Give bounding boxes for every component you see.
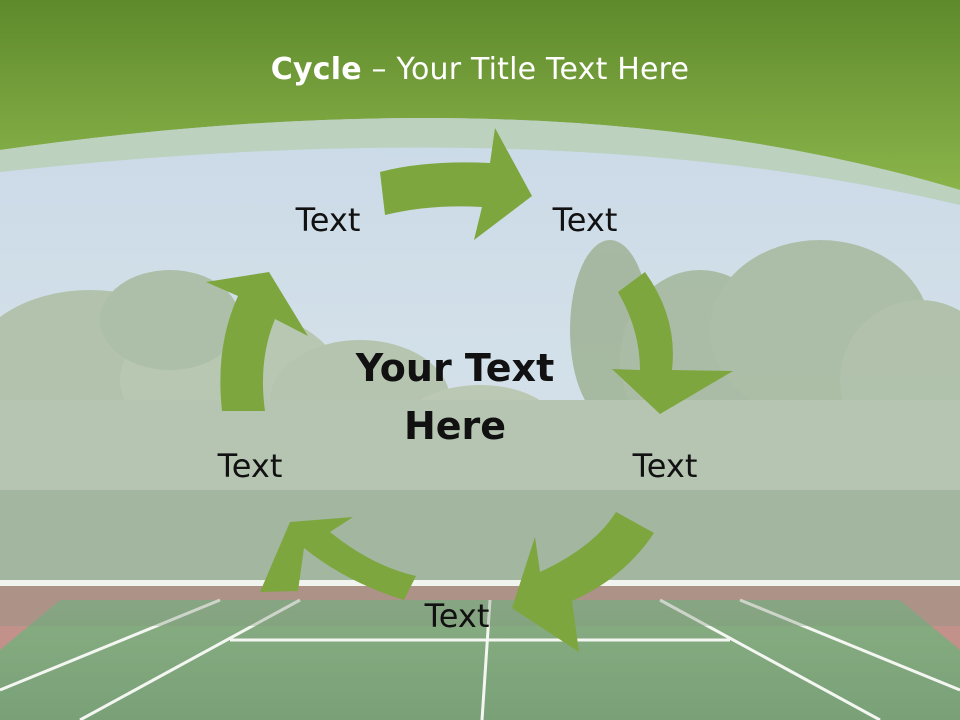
cycle-label-top-left: Text (295, 201, 361, 239)
cycle-arrow-left (206, 272, 308, 411)
title-bold: Cycle (270, 52, 362, 87)
center-text-line2: Here (403, 404, 507, 448)
fence-windscreen (0, 490, 960, 585)
cycle-arrow-bottom-right (512, 512, 654, 652)
court-lines (0, 598, 960, 720)
tennis-net-tape (0, 580, 960, 586)
center-text-line1: Your Text (355, 346, 555, 390)
cycle-label-bottom: Text (424, 597, 490, 635)
cycle-arrow-right (612, 272, 733, 414)
cycle-arrow-bottom-left (260, 517, 416, 600)
court-surface (0, 600, 960, 720)
tennis-net (0, 586, 960, 626)
header-band (0, 0, 960, 190)
cycle-label-left: Text (217, 447, 283, 485)
center-text: Your Text Here (325, 339, 585, 455)
title-rest: – Your Title Text Here (361, 52, 690, 87)
cycle-label-top-right: Text (552, 201, 618, 239)
cycle-arrow-top (380, 128, 532, 240)
cycle-label-right: Text (632, 447, 698, 485)
header-swoosh (0, 118, 960, 205)
slide-title: Cycle – Your Title Text Here (0, 52, 960, 87)
